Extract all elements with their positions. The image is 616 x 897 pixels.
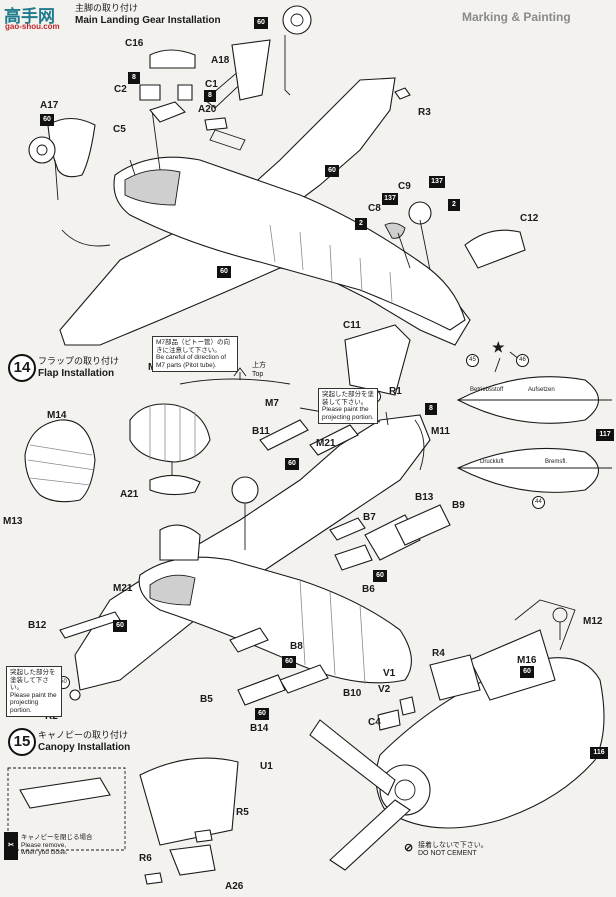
part-c16: C16 [125, 38, 144, 49]
note-canopy-remove: キャノピーを閉じる場合 Please remove, when you clos… [21, 834, 93, 856]
part-m13: M13 [3, 516, 23, 527]
color-ref-box: 137 [429, 176, 445, 188]
decal-text-d: Bremsfl. [545, 459, 568, 465]
note-do-not-cement: 接着しないで下さい。 DO NOT CEMENT [418, 842, 488, 857]
part-m11: M11 [431, 426, 450, 437]
color-ref-box: 117 [596, 429, 614, 441]
step15-airframe [7, 599, 605, 885]
part-a26: A26 [225, 881, 244, 892]
part-b5: B5 [200, 694, 213, 705]
color-ref-box: 60 [325, 165, 339, 177]
color-ref-box: 137 [382, 193, 398, 205]
color-ref-box: 60 [217, 266, 231, 278]
step13-title-jp: 主脚の取り付け [75, 3, 139, 13]
decal-text-a: Betriebsstoff [470, 387, 504, 393]
part-c12: C12 [520, 213, 539, 224]
decal-text-c: Druckluft [480, 459, 504, 465]
marking-views [456, 351, 612, 493]
part-b6: B6 [362, 584, 375, 595]
color-ref-box: 60 [282, 656, 296, 668]
part-v1: V1 [383, 668, 396, 679]
part-r6: R6 [139, 853, 152, 864]
color-ref-box: 60 [285, 458, 299, 470]
color-ref-box: 8 [128, 72, 140, 84]
part-m21-b: M21 [113, 583, 133, 594]
up-label-jp: 上方 [252, 362, 266, 369]
watermark-chinese: 高手网 [4, 7, 55, 26]
step-14-number: 14 [8, 354, 36, 382]
part-c1: C1 [205, 79, 218, 90]
part-m14: M14 [47, 410, 67, 421]
part-a20: A20 [198, 104, 217, 115]
part-c9: C9 [398, 181, 411, 192]
part-u1: U1 [260, 761, 273, 772]
color-ref-box: 116 [590, 747, 608, 759]
part-b12: B12 [28, 620, 47, 631]
part-m16: M16 [517, 655, 537, 666]
part-v2: V2 [378, 684, 391, 695]
decal-ref-circle: 45 [466, 354, 479, 367]
step15-title-jp: キャノピーの取り付け [38, 730, 129, 740]
step14-airframe [24, 367, 451, 706]
color-ref-box: 2 [355, 218, 367, 230]
part-c11: C11 [343, 320, 361, 331]
watermark-url: gao-shou.com [5, 22, 60, 31]
up-label-en: Top [252, 371, 264, 378]
part-b11: B11 [252, 426, 270, 437]
note-r2-paint: 突起した部分を塗装して下さい。 Please paint the project… [6, 666, 62, 717]
part-c8: C8 [368, 203, 381, 214]
part-m7-b: M7 [265, 398, 279, 409]
star-icon: ★ [492, 339, 505, 355]
part-r5: R5 [236, 807, 249, 818]
decal-ref-circle: 44 [532, 496, 545, 509]
part-a21: A21 [120, 489, 139, 500]
color-ref-box: 60 [373, 570, 387, 582]
color-ref-box: 60 [40, 114, 54, 126]
step-15-number: 15 [8, 728, 36, 756]
step14-title-en: Flap Installation [38, 368, 115, 379]
note-r1-paint: 突起した部分を塗装して下さい。 Please paint the project… [318, 388, 378, 424]
part-b13: B13 [415, 492, 434, 503]
part-m12: M12 [583, 616, 603, 627]
part-b14: B14 [250, 723, 269, 734]
part-a17: A17 [40, 100, 59, 111]
part-r4: R4 [432, 648, 445, 659]
step13-airframe [28, 5, 526, 396]
part-r3: R3 [418, 107, 431, 118]
watermark-logo: 高手网 gao-shou.com [4, 2, 74, 32]
part-m21-a: M21 [316, 438, 336, 449]
part-c5: C5 [113, 124, 126, 135]
color-ref-box: 60 [520, 666, 534, 678]
note-m7-direction: M7部品（ピトー管）の向きに注意して下さい。 Be careful of dir… [152, 336, 238, 372]
part-b9: B9 [452, 500, 465, 511]
decal-text-b: Aufsetzen [528, 387, 555, 393]
no-cement-icon: ⊘ [404, 842, 414, 854]
part-r1: R1 [389, 386, 402, 397]
color-ref-box: 2 [448, 199, 460, 211]
step15-title-en: Canopy Installation [38, 742, 131, 753]
step14-title-jp: フラップの取り付け [38, 356, 120, 366]
part-c4: C4 [368, 717, 381, 728]
decal-ref-circle: 46 [516, 354, 529, 367]
color-ref-box: 60 [113, 620, 127, 632]
part-b8: B8 [290, 641, 303, 652]
step13-title-en: Main Landing Gear Installation [75, 15, 221, 26]
faded-title: Marking & Painting [462, 10, 571, 24]
remove-warning-icon: ✂ [4, 832, 18, 860]
part-b10: B10 [343, 688, 362, 699]
color-ref-box: 8 [204, 90, 216, 102]
part-c2: C2 [114, 84, 127, 95]
color-ref-box: 60 [255, 708, 269, 720]
color-ref-box: 8 [425, 403, 437, 415]
part-a18: A18 [211, 55, 230, 66]
part-b7: B7 [363, 512, 376, 523]
color-ref-box: 60 [254, 17, 268, 29]
